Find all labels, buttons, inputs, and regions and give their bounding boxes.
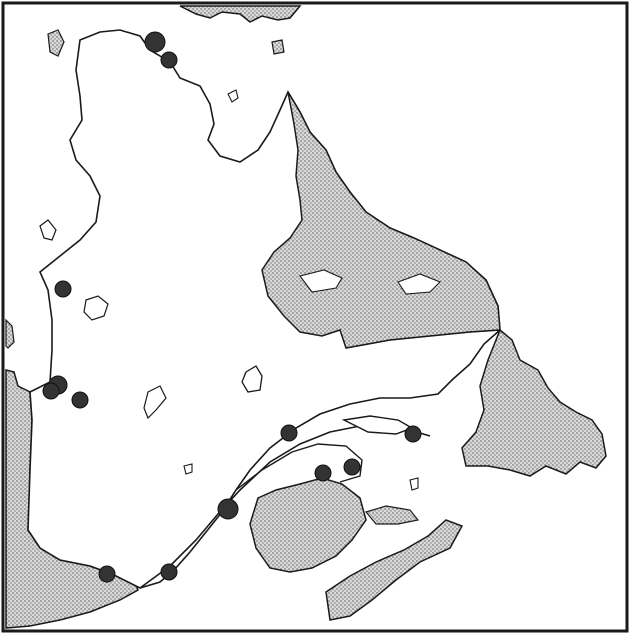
marker	[54, 280, 72, 298]
melville-lake	[397, 273, 441, 295]
west-shore-strip	[5, 318, 15, 349]
marker	[160, 51, 178, 69]
observation-markers	[42, 31, 422, 583]
marker	[280, 424, 298, 442]
prince-edward-island	[364, 505, 420, 525]
small-lake-2	[183, 463, 193, 475]
marker	[160, 563, 178, 581]
new-brunswick	[249, 477, 367, 573]
marker	[71, 391, 89, 409]
marker	[42, 382, 60, 400]
baffin-island	[179, 5, 302, 23]
nova-scotia	[325, 519, 464, 621]
manicouagan-reservoir	[241, 365, 263, 393]
northern-islet-2	[271, 39, 285, 55]
labrador-lake	[299, 269, 343, 293]
west-lake-cluster	[39, 219, 57, 241]
marker	[404, 425, 422, 443]
marker	[144, 31, 166, 53]
marker	[343, 458, 361, 476]
marker	[98, 565, 116, 583]
marker	[217, 498, 239, 520]
small-lake-1	[227, 89, 239, 103]
gaspe-coast	[235, 443, 363, 491]
newfoundland	[461, 328, 607, 477]
marker	[314, 464, 332, 482]
quebec-mainland	[27, 29, 501, 589]
northern-islet	[47, 29, 65, 57]
central-lake-cluster	[83, 295, 109, 321]
provincial-border	[345, 329, 501, 349]
lake-mistassini	[143, 385, 167, 420]
small-lake-3	[409, 477, 419, 491]
